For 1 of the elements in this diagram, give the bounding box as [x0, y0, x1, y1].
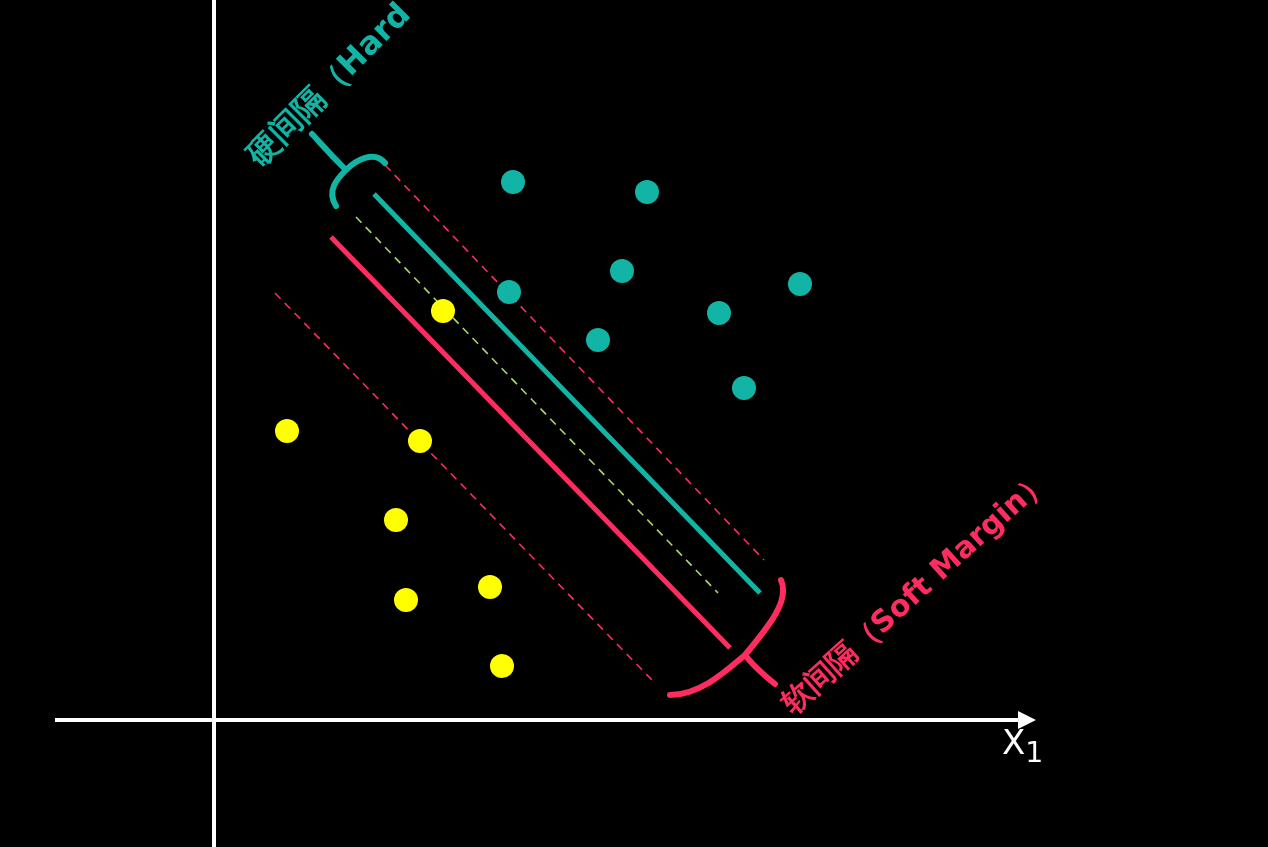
axis-label: X$_{1}$ [1002, 725, 1044, 768]
